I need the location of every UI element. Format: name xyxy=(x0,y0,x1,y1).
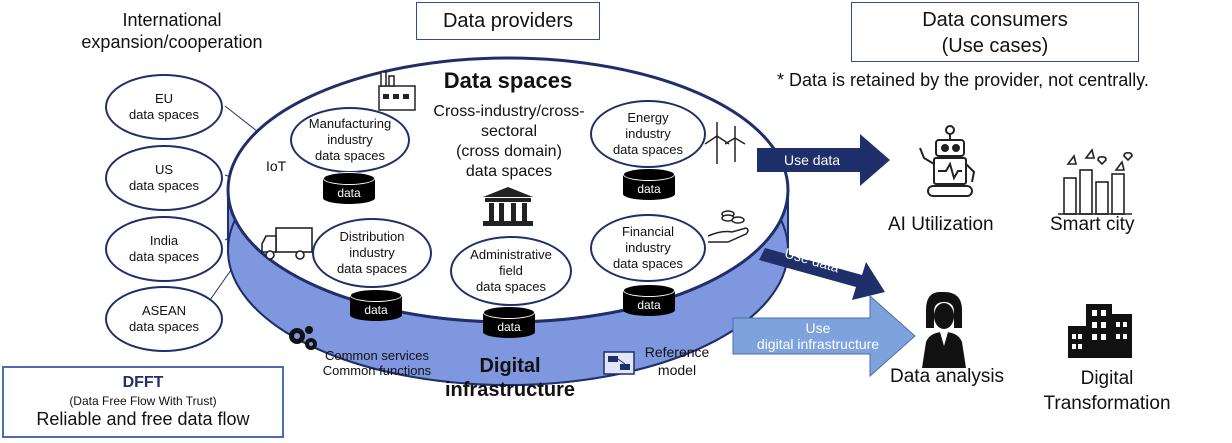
international-line-1: International xyxy=(122,10,222,30)
region-eu-name: EU xyxy=(154,91,174,106)
data-label: data xyxy=(337,186,361,200)
iot-label: IoT xyxy=(266,158,287,174)
consumers-header: Data consumers (Use cases) xyxy=(851,2,1139,62)
cross-domain-label: Cross-industry/cross- sectoral (cross do… xyxy=(418,102,600,182)
manufacturing-line-1: Manufacturing xyxy=(308,116,392,131)
consumers-line-1: Data consumers xyxy=(922,9,1068,31)
truck-icon xyxy=(261,227,313,260)
data-label: data xyxy=(497,320,521,334)
ai-utilization-label: AI Utilization xyxy=(888,214,994,235)
person-icon xyxy=(922,292,966,368)
infrastructure-line-2: infrastructure xyxy=(444,379,576,401)
cross-line-4: data spaces xyxy=(465,163,553,180)
common-line-1: Common services xyxy=(324,348,430,363)
centralization-note: * Data is retained by the provider, not … xyxy=(777,70,1149,90)
energy-line-1: Energy xyxy=(627,110,669,125)
consumers-line-2: (Use cases) xyxy=(941,35,1049,57)
administrative-line-3: data spaces xyxy=(475,279,547,294)
infrastructure-line-1: Digital xyxy=(479,355,541,377)
dx-line-1: Digital xyxy=(1080,368,1134,389)
distribution-line-2: industry xyxy=(349,245,395,260)
robot-icon xyxy=(919,125,976,197)
dfft-box: DFFT (Data Free Flow With Trust) Reliabl… xyxy=(2,366,284,438)
financial-line-2: industry xyxy=(625,240,671,255)
data-cylinder-energy: data xyxy=(623,168,675,206)
hand-coins-icon xyxy=(707,210,749,243)
reference-line-1: Reference xyxy=(644,344,710,360)
region-india-name: India xyxy=(149,233,179,248)
region-india-label: data spaces xyxy=(128,249,200,264)
region-asean-label: data spaces xyxy=(128,319,200,334)
use-infra-line-1: Use xyxy=(805,320,831,336)
reference-line-2: model xyxy=(657,362,697,378)
financial-line-1: Financial xyxy=(621,224,674,239)
use-infra-line-2: digital infrastructure xyxy=(756,336,880,352)
digital-transformation-label: Digital Transformation xyxy=(1030,366,1184,416)
data-label: data xyxy=(637,298,661,312)
dfft-subtitle: (Data Free Flow With Trust) xyxy=(69,394,217,408)
data-label: data xyxy=(637,182,661,196)
use-infra-arrow xyxy=(732,294,916,378)
energy-line-3: data spaces xyxy=(612,142,684,157)
cross-line-1: Cross-industry/cross- xyxy=(433,103,585,120)
use-data-arrow-2 xyxy=(759,248,885,300)
government-building-icon xyxy=(483,187,533,226)
use-infra-label: Use digital infrastructure xyxy=(736,320,900,352)
international-header: International expansion/cooperation xyxy=(42,9,302,53)
common-line-2: Common functions xyxy=(322,363,432,378)
financial-line-3: data spaces xyxy=(612,256,684,271)
smart-city-icon xyxy=(1058,148,1133,215)
region-us-name: US xyxy=(154,162,174,177)
energy-line-2: industry xyxy=(625,126,671,141)
distribution-line-3: data spaces xyxy=(336,261,408,276)
common-services-label: Common services Common functions xyxy=(314,348,440,378)
dfft-tagline: Reliable and free data flow xyxy=(36,409,250,429)
reference-model-icon xyxy=(603,351,635,375)
data-cylinder-financial: data xyxy=(623,284,675,322)
smart-city-label: Smart city xyxy=(1050,214,1135,235)
infrastructure-title: Digital infrastructure xyxy=(420,354,600,402)
data-analysis-label: Data analysis xyxy=(890,366,1005,387)
cross-line-3: (cross domain) xyxy=(456,143,562,160)
gears-icon xyxy=(289,326,317,350)
data-cylinder-distribution: data xyxy=(350,289,402,327)
manufacturing-line-3: data spaces xyxy=(314,148,386,163)
region-us-label: data spaces xyxy=(128,178,200,193)
cross-line-2: sectoral xyxy=(480,123,538,140)
connector-line-eu xyxy=(224,105,263,136)
region-asean-name: ASEAN xyxy=(141,303,187,318)
wind-turbine-icon xyxy=(704,122,746,164)
administrative-line-2: field xyxy=(499,263,523,278)
administrative-line-1: Administrative xyxy=(470,247,552,262)
dx-line-2: Transformation xyxy=(1043,393,1171,414)
providers-header: Data providers xyxy=(416,2,600,40)
region-eu-label: data spaces xyxy=(128,107,200,122)
reference-model-label: Reference model xyxy=(634,343,720,379)
use-data-label-1: Use data xyxy=(784,152,841,168)
dfft-title: DFFT xyxy=(122,374,164,391)
data-cylinder-administrative: data xyxy=(483,306,535,344)
manufacturing-line-2: industry xyxy=(327,132,373,147)
data-label: data xyxy=(364,303,388,317)
use-data-arrow-1 xyxy=(757,134,890,186)
international-line-2: expansion/cooperation xyxy=(81,32,263,52)
data-cylinder-manufacturing: data xyxy=(323,172,375,210)
factory-icon xyxy=(378,71,416,111)
distribution-line-1: Distribution xyxy=(339,229,405,244)
buildings-icon xyxy=(1068,304,1132,358)
dataspaces-title: Data spaces xyxy=(443,68,573,93)
